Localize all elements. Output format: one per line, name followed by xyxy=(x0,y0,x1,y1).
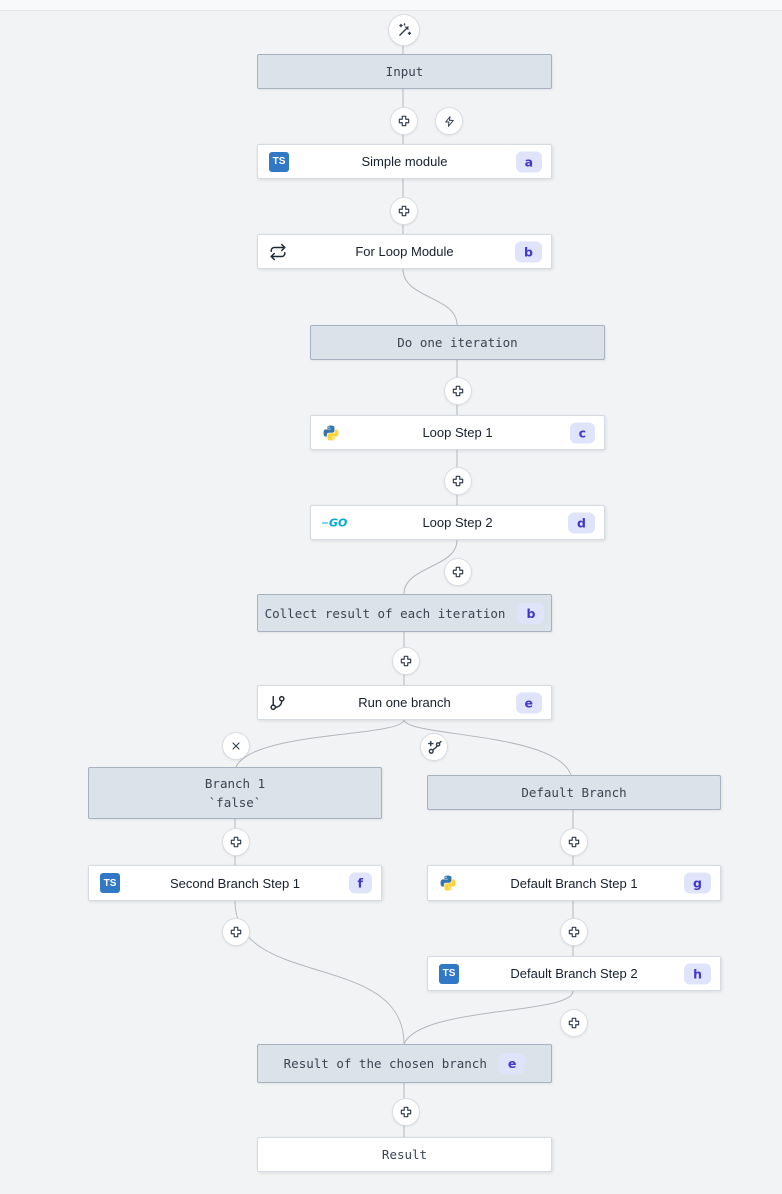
node-label: Result of the chosen branch xyxy=(283,1056,487,1071)
branch-plus-icon xyxy=(427,740,442,755)
node-default-branch-step-1[interactable]: Default Branch Step 1 g xyxy=(427,865,721,901)
node-label: Collect result of each iteration xyxy=(264,605,506,621)
insert-step-button[interactable] xyxy=(444,377,472,405)
node-do-one-iteration[interactable]: Do one iteration xyxy=(310,325,605,360)
node-label: Loop Step 1 xyxy=(422,425,493,440)
git-branch-icon xyxy=(269,694,286,711)
insert-step-button[interactable] xyxy=(560,1009,588,1037)
node-label: Simple module xyxy=(361,154,448,169)
typescript-icon: TS xyxy=(100,873,120,893)
insert-step-button[interactable] xyxy=(222,828,250,856)
node-branch-1[interactable]: Branch 1 `false` xyxy=(88,767,382,819)
step-id-badge: e xyxy=(515,692,542,713)
node-label: For Loop Module xyxy=(355,244,454,259)
step-id-badge: b xyxy=(517,602,545,624)
node-label: Second Branch Step 1 xyxy=(169,875,301,891)
insert-step-button[interactable] xyxy=(392,1098,420,1126)
node-label: Result xyxy=(381,1147,428,1162)
branch-name: Branch 1 xyxy=(204,776,266,791)
node-default-branch[interactable]: Default Branch xyxy=(427,775,721,810)
bolt-icon xyxy=(443,115,456,128)
node-label: Default Branch xyxy=(521,785,627,800)
step-id-badge: f xyxy=(348,872,372,894)
step-id-badge: e xyxy=(498,1053,526,1074)
insert-step-button[interactable] xyxy=(560,828,588,856)
step-id-badge: c xyxy=(569,422,595,443)
plus-icon xyxy=(451,384,465,398)
plus-icon xyxy=(229,925,243,939)
plus-icon xyxy=(399,1105,413,1119)
wand-sparkles-icon xyxy=(396,22,413,39)
repeat-icon xyxy=(269,243,287,261)
node-loop-step-2[interactable]: GO Loop Step 2 d xyxy=(310,505,605,540)
insert-step-button[interactable] xyxy=(222,918,250,946)
add-branch-button[interactable] xyxy=(420,733,448,761)
step-id-badge: g xyxy=(684,872,711,894)
trigger-button[interactable] xyxy=(435,107,463,135)
x-icon xyxy=(230,740,242,752)
plus-icon xyxy=(397,114,411,128)
node-default-branch-step-2[interactable]: TS Default Branch Step 2 h xyxy=(427,956,721,991)
plus-icon xyxy=(399,654,413,668)
node-result[interactable]: Result xyxy=(257,1137,552,1172)
python-icon xyxy=(322,424,340,442)
node-label: Do one iteration xyxy=(397,335,518,350)
node-label: Input xyxy=(385,64,424,79)
insert-step-button[interactable] xyxy=(390,107,418,135)
plus-icon xyxy=(567,925,581,939)
branch-condition: `false` xyxy=(208,795,262,810)
go-icon: GO xyxy=(322,516,347,529)
remove-branch-button[interactable] xyxy=(222,732,250,760)
insert-step-button[interactable] xyxy=(560,918,588,946)
top-toolbar-edge xyxy=(0,0,782,11)
plus-icon xyxy=(451,565,465,579)
insert-step-button[interactable] xyxy=(444,467,472,495)
plus-icon xyxy=(567,835,581,849)
step-id-badge: h xyxy=(684,963,711,984)
node-result-of-chosen-branch[interactable]: Result of the chosen branch e xyxy=(257,1044,552,1083)
step-id-badge: b xyxy=(515,241,542,262)
python-icon xyxy=(439,874,457,892)
typescript-icon: TS xyxy=(269,151,289,172)
step-id-badge: d xyxy=(568,512,595,533)
node-label: Default Branch Step 1 xyxy=(510,875,638,891)
node-for-loop-module[interactable]: For Loop Module b xyxy=(257,234,552,269)
node-label: Loop Step 2 xyxy=(422,515,493,530)
node-simple-module[interactable]: TS Simple module a xyxy=(257,144,552,179)
ai-flow-button[interactable] xyxy=(388,14,420,46)
node-second-branch-step-1[interactable]: TS Second Branch Step 1 f xyxy=(88,865,382,901)
node-loop-step-1[interactable]: Loop Step 1 c xyxy=(310,415,605,450)
node-input[interactable]: Input xyxy=(257,54,552,89)
typescript-icon: TS xyxy=(439,963,459,984)
node-collect-result[interactable]: Collect result of each iteration b xyxy=(257,594,552,632)
node-run-one-branch[interactable]: Run one branch e xyxy=(257,685,552,720)
plus-icon xyxy=(451,474,465,488)
plus-icon xyxy=(229,835,243,849)
plus-icon xyxy=(567,1016,581,1030)
node-label: Run one branch xyxy=(358,695,451,710)
node-label: Default Branch Step 2 xyxy=(510,966,638,981)
insert-step-button[interactable] xyxy=(444,558,472,586)
plus-icon xyxy=(397,204,411,218)
insert-step-button[interactable] xyxy=(392,647,420,675)
step-id-badge: a xyxy=(515,151,542,172)
insert-step-button[interactable] xyxy=(390,197,418,225)
